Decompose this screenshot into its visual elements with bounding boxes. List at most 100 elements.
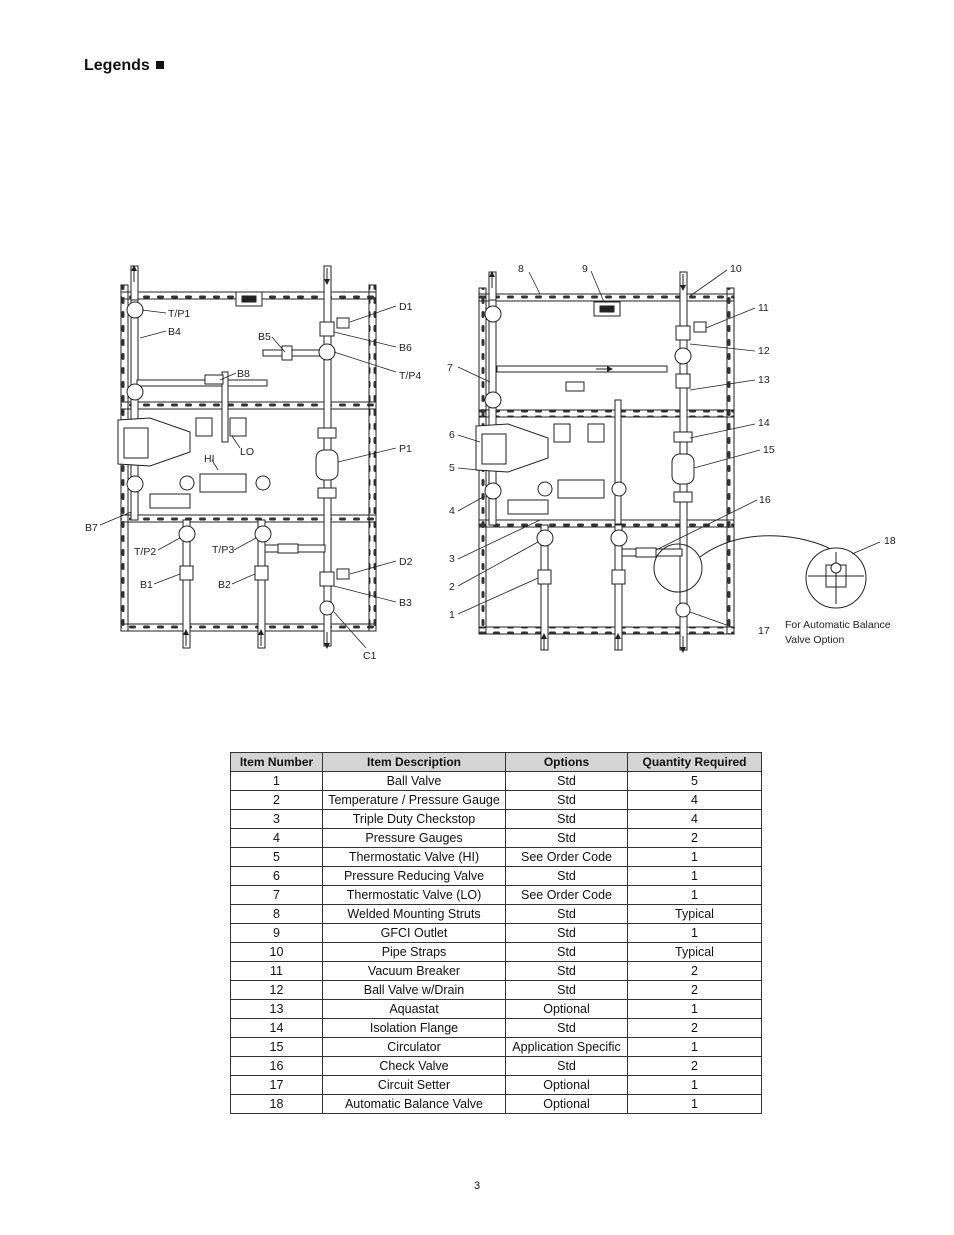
cell-quantity: 2	[627, 1056, 762, 1076]
cell-quantity: Typical	[627, 904, 762, 924]
inset-caption-line2: Valve Option	[785, 634, 844, 646]
cell-options: Application Specific	[505, 1037, 628, 1057]
cell-options: Std	[505, 790, 628, 810]
cell-item-description: Pressure Gauges	[322, 828, 506, 848]
cell-item-number: 3	[230, 809, 323, 829]
label-13: 13	[758, 374, 770, 386]
cell-item-description: Aquastat	[322, 999, 506, 1019]
cell-item-description: Temperature / Pressure Gauge	[322, 790, 506, 810]
left-leader-lines	[99, 305, 397, 649]
cell-options: See Order Code	[505, 885, 628, 905]
header-options: Options	[505, 752, 628, 772]
label-5: 5	[449, 462, 455, 474]
label-3: 3	[449, 553, 455, 565]
label-b5: B5	[258, 331, 271, 343]
cell-quantity: Typical	[627, 942, 762, 962]
label-lo: LO	[240, 446, 254, 458]
cell-quantity: 4	[627, 809, 762, 829]
label-tp4: T/P4	[399, 370, 421, 382]
right-leader-lines	[457, 269, 881, 629]
cell-item-number: 16	[230, 1056, 323, 1076]
label-d1: D1	[399, 301, 413, 313]
cell-item-number: 17	[230, 1075, 323, 1095]
cell-quantity: 1	[627, 866, 762, 886]
cell-item-description: Thermostatic Valve (HI)	[322, 847, 506, 867]
label-11: 11	[758, 302, 769, 314]
cell-item-description: Circuit Setter	[322, 1075, 506, 1095]
label-c1: C1	[363, 650, 377, 662]
cell-item-number: 12	[230, 980, 323, 1000]
page-number: 3	[473, 1180, 481, 1192]
cell-options: Std	[505, 1056, 628, 1076]
cell-item-number: 10	[230, 942, 323, 962]
cell-options: Std	[505, 771, 628, 791]
left-assembly	[117, 265, 377, 649]
label-b4: B4	[168, 326, 181, 338]
right-assembly	[475, 271, 867, 653]
cell-item-description: Isolation Flange	[322, 1018, 506, 1038]
label-17: 17	[758, 625, 770, 637]
label-b6: B6	[399, 342, 412, 354]
cell-quantity: 4	[627, 790, 762, 810]
label-b8: B8	[237, 368, 250, 380]
cell-options: Std	[505, 809, 628, 829]
cell-options: Std	[505, 904, 628, 924]
label-18: 18	[884, 535, 896, 547]
header-quantity-required: Quantity Required	[627, 752, 762, 772]
cell-options: Optional	[505, 1075, 628, 1095]
cell-options: Optional	[505, 999, 628, 1019]
cell-options: Std	[505, 980, 628, 1000]
cell-item-number: 4	[230, 828, 323, 848]
cell-options: Std	[505, 828, 628, 848]
label-12: 12	[758, 345, 770, 357]
label-tp1: T/P1	[168, 308, 190, 320]
cell-item-number: 9	[230, 923, 323, 943]
cell-quantity: 2	[627, 961, 762, 981]
legend-table: Item Number Item Description Options Qua…	[230, 752, 762, 1114]
cell-options: Std	[505, 1018, 628, 1038]
label-8: 8	[518, 263, 524, 275]
cell-item-description: Automatic Balance Valve	[322, 1094, 506, 1114]
label-6: 6	[449, 429, 455, 441]
label-2: 2	[449, 581, 455, 593]
cell-item-number: 13	[230, 999, 323, 1019]
cell-item-number: 11	[230, 961, 323, 981]
label-tp2: T/P2	[134, 546, 156, 558]
cell-item-number: 2	[230, 790, 323, 810]
cell-item-number: 7	[230, 885, 323, 905]
table-header-row: Item Number Item Description Options Qua…	[230, 752, 762, 772]
page-heading: Legends	[84, 57, 164, 75]
label-tp3: T/P3	[212, 544, 234, 556]
cell-item-description: Check Valve	[322, 1056, 506, 1076]
cell-item-description: Welded Mounting Struts	[322, 904, 506, 924]
cell-item-number: 6	[230, 866, 323, 886]
schematic-diagrams: T/P1 B4 B5 B8 D1 B6 T/P4 LO HI P1 B7 T/P…	[85, 263, 896, 662]
label-7: 7	[447, 362, 453, 374]
cell-item-number: 1	[230, 771, 323, 791]
cell-item-number: 14	[230, 1018, 323, 1038]
cell-item-description: Ball Valve w/Drain	[322, 980, 506, 1000]
inset-caption-line1: For Automatic Balance	[785, 619, 891, 631]
heading-text: Legends	[84, 57, 150, 74]
label-4: 4	[449, 505, 455, 517]
cell-quantity: 5	[627, 771, 762, 791]
cell-quantity: 2	[627, 980, 762, 1000]
label-hi: HI	[204, 453, 215, 465]
label-1: 1	[449, 609, 455, 621]
cell-quantity: 1	[627, 1094, 762, 1114]
cell-quantity: 1	[627, 923, 762, 943]
